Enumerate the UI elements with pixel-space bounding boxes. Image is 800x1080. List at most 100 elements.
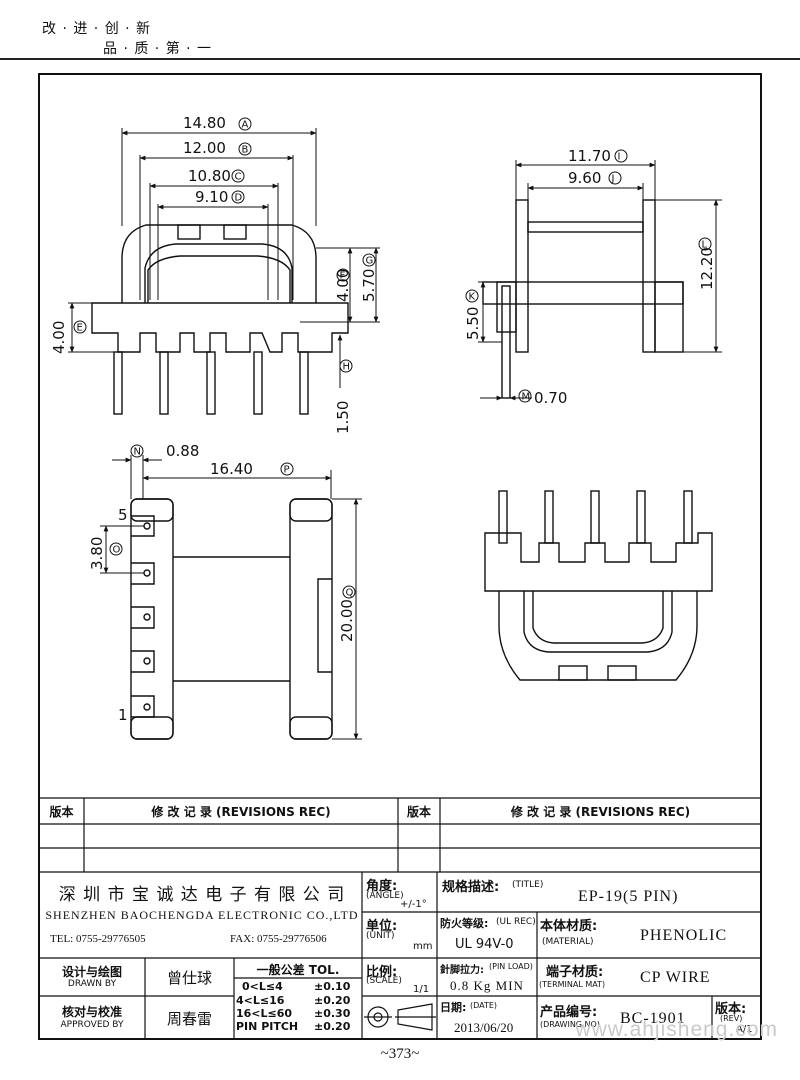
dim-b-value: 12.00 <box>183 139 226 157</box>
rev-label: 版本: <box>715 1002 747 1017</box>
unit-label: 单位: <box>366 919 398 934</box>
company-tel: TEL: 0755-29776505 <box>50 933 146 945</box>
drawn-by-en: DRAWN BY <box>67 979 117 989</box>
front-view <box>91 224 349 415</box>
scale-value: 1/1 <box>413 984 430 995</box>
slogan-line-1: 改 · 进 · 创 · 新 <box>42 21 152 37</box>
rev-value: A/1 <box>736 1024 753 1035</box>
front-dim-codes: A B C D F G E H <box>73 117 376 373</box>
code-c: C <box>235 172 242 183</box>
terminal-value: CP WIRE <box>640 969 711 986</box>
dim-c-value: 10.80 <box>188 167 231 185</box>
rev-record-header-left: 修 改 记 录 (REVISIONS REC) <box>151 805 331 819</box>
dim-m-value: 0.70 <box>534 389 567 407</box>
angle-value: +/-1° <box>400 899 427 910</box>
ul-label: 防火等级: <box>440 917 489 930</box>
approved-by-label: 核对与校准 <box>61 1005 122 1019</box>
drawn-by-label: 设计与绘图 <box>61 965 122 979</box>
code-p: P <box>284 465 290 476</box>
company-name-cn: 深 圳 市 宝 诚 达 电 子 有 限 公 司 <box>58 885 346 905</box>
unit-en: (UNIT) <box>366 931 395 941</box>
bottom-dims <box>100 455 362 740</box>
dim-h-value: 1.50 <box>334 401 352 434</box>
page-number: ~373~ <box>380 1046 420 1062</box>
rev-en: (REV) <box>720 1014 743 1023</box>
tol-value: ±0.10 <box>314 980 351 993</box>
dim-i-value: 11.70 <box>568 147 611 165</box>
dim-k-value: 5.50 <box>464 307 482 340</box>
pin-5-label: 5 <box>118 506 128 524</box>
terminal-en: (TERMINAL MAT) <box>539 980 606 989</box>
bottom-dim-labels: 0.88 16.40 3.80 20.00 5 1 <box>88 442 356 724</box>
dim-o-value: 3.80 <box>88 537 106 570</box>
rev-version-header-right: 版本 <box>406 805 431 819</box>
unit-value: mm <box>413 941 433 952</box>
dim-l-value: 12.20 <box>698 247 716 290</box>
tol-value: ±0.30 <box>314 1007 351 1020</box>
title-en: (TITLE) <box>512 880 544 890</box>
approved-by-en: APPROVED BY <box>60 1020 124 1030</box>
bottom-dim-codes: N P O Q <box>109 444 356 599</box>
side-view <box>482 199 684 399</box>
drawn-by-name: 曾仕球 <box>166 969 212 987</box>
scale-label: 比例: <box>366 965 398 980</box>
pin-load-en: (PIN LOAD) <box>489 962 533 971</box>
dim-q-value: 20.00 <box>338 599 356 642</box>
code-k: K <box>469 292 476 303</box>
sheet-frame <box>38 73 762 1040</box>
watermark: www.ahjisheng.com <box>575 1018 778 1041</box>
code-h: H <box>343 362 351 373</box>
date-label: 日期: <box>440 1001 467 1014</box>
projection-symbol <box>364 1003 436 1031</box>
scale-en: (SCALE) <box>366 976 402 986</box>
dim-g-value: 5.70 <box>360 269 378 302</box>
dim-d-value: 9.10 <box>195 188 228 206</box>
side-dim-labels: 11.70 9.60 12.20 5.50 0.70 <box>464 147 716 407</box>
rev-version-header-left: 版本 <box>49 805 74 819</box>
dim-a-value: 14.80 <box>183 114 226 132</box>
title-block <box>39 797 761 1039</box>
date-value: 2013/06/20 <box>454 1020 514 1035</box>
code-i: I <box>618 152 621 163</box>
code-n: N <box>134 447 141 458</box>
side-dim-codes: I J L K M <box>465 149 712 403</box>
angle-label: 角度: <box>366 879 398 894</box>
company-fax: FAX: 0755-29776506 <box>230 933 327 945</box>
angle-en: (ANGLE) <box>366 891 404 901</box>
title-value: EP-19(5 PIN) <box>578 888 679 905</box>
dim-n-value: 0.88 <box>166 442 199 460</box>
pin-load-label: 針脚拉力: <box>440 965 484 976</box>
terminal-label: 端子材质: <box>546 965 604 980</box>
code-f: F <box>340 271 346 282</box>
pin-load-value: 0.8 Kg MIN <box>450 978 524 993</box>
material-en: (MATERIAL) <box>542 937 594 947</box>
material-value: PHENOLIC <box>640 927 728 944</box>
tol-value: ±0.20 <box>314 1020 351 1033</box>
code-m: M <box>522 392 531 403</box>
code-q: Q <box>346 588 354 599</box>
tol-value: ±0.20 <box>314 994 351 1007</box>
rev-record-header-right: 修 改 记 录 (REVISIONS REC) <box>510 805 691 819</box>
front-dims <box>68 128 380 388</box>
code-e: E <box>77 323 83 334</box>
front-dim-labels: 14.80 12.00 10.80 9.10 4.00 5.70 4.00 1.… <box>50 114 378 434</box>
tol-range: 0<L≤4 <box>242 980 283 993</box>
approved-by-name: 周春雷 <box>166 1010 212 1028</box>
tol-range: 16<L≤60 <box>236 1007 293 1020</box>
header-rule <box>0 58 800 60</box>
dim-e-value: 4.00 <box>50 321 68 354</box>
code-g: G <box>366 256 374 267</box>
dim-p-value: 16.40 <box>210 460 253 478</box>
code-d: D <box>235 193 243 204</box>
date-en: (DATE) <box>470 1001 498 1010</box>
drawing-no-label: 产品编号: <box>540 1005 598 1020</box>
material-label: 本体材质: <box>540 919 598 934</box>
company-name-en: SHENZHEN BAOCHENGDA ELECTRONIC CO.,LTD <box>45 908 359 922</box>
tol-range: PIN PITCH <box>236 1020 299 1033</box>
tol-range: 4<L≤16 <box>236 994 285 1007</box>
ul-en: (UL REC) <box>496 917 536 927</box>
code-a: A <box>242 120 249 131</box>
bottom-view <box>130 498 333 740</box>
slogan-line-2: 品 · 质 · 第 · 一 <box>103 41 213 57</box>
